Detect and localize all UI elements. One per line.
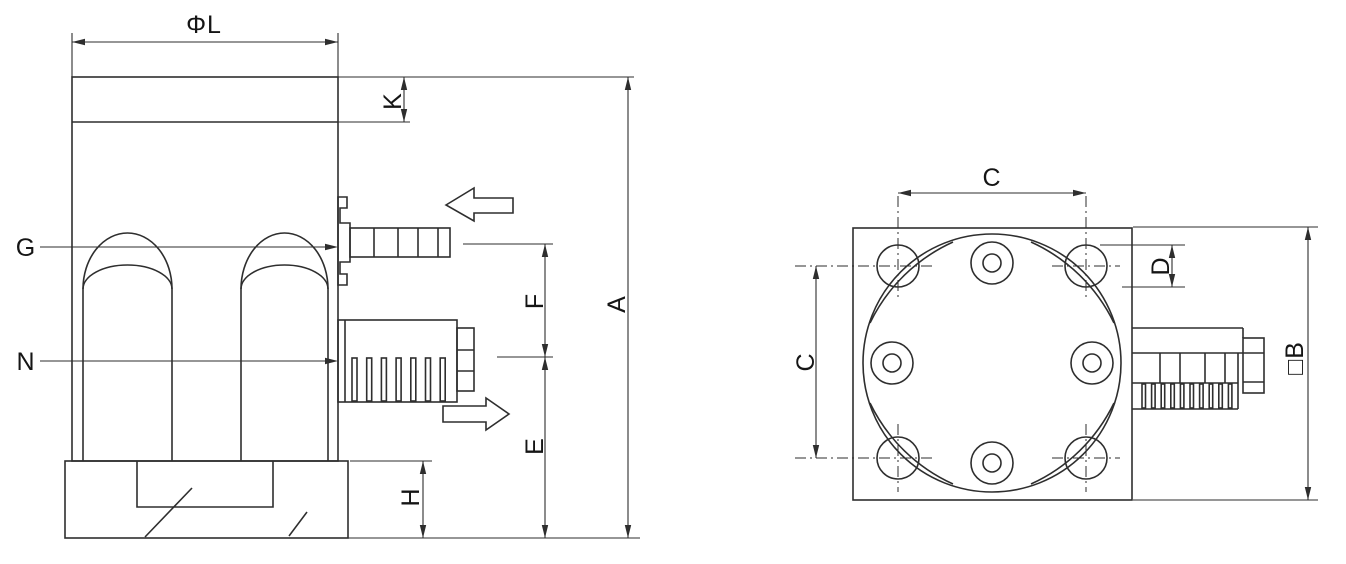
- dim-label-c-vertical: C: [792, 352, 820, 371]
- corner-arc-bottom-left: [869, 402, 954, 485]
- dim-d: D: [1100, 244, 1185, 288]
- g-port-flange: [337, 196, 351, 286]
- n-port: [337, 319, 475, 403]
- dim-label-a: A: [603, 295, 631, 313]
- label-g-port: G: [16, 234, 338, 262]
- label-n-port: N: [16, 348, 338, 376]
- n-port-thread: [351, 357, 447, 402]
- g-port: [337, 196, 451, 286]
- dim-b: □B: [1133, 226, 1318, 501]
- dim-label-phi-l: ΦL: [186, 11, 222, 39]
- dim-a: A: [338, 76, 640, 539]
- square-flange-plate: [852, 227, 1133, 501]
- outlet-flow-arrow-icon: [442, 396, 511, 432]
- dim-label-n: N: [16, 348, 35, 376]
- side-port-shaft: [1132, 327, 1265, 410]
- n-port-body: [337, 319, 458, 403]
- motor-body-circle: [862, 233, 1122, 493]
- dim-label-h: H: [397, 487, 425, 506]
- dim-f: F: [463, 243, 553, 358]
- side-view: ΦL K A F: [16, 11, 640, 539]
- break-mark: [288, 511, 308, 537]
- inlet-flow-arrow-icon: [444, 186, 514, 223]
- bolt-hole-left: [870, 341, 914, 385]
- front-view: C C D □B: [792, 164, 1318, 501]
- shaft-nut: [1242, 337, 1265, 394]
- mount-hole-bottom-left: [876, 436, 920, 480]
- corner-arc-top-left: [869, 241, 954, 324]
- dim-phi-l: ΦL: [71, 11, 339, 77]
- cylinder-dome-right: [240, 232, 329, 461]
- dim-k: K: [338, 77, 410, 123]
- dim-label-c-horizontal: C: [982, 164, 1001, 192]
- corner-arc-top-right: [1030, 241, 1115, 324]
- break-mark: [144, 487, 193, 538]
- dim-label-d: D: [1147, 256, 1175, 275]
- dim-e: E: [521, 357, 549, 538]
- bolt-hole-bottom: [970, 441, 1014, 485]
- n-port-nut: [456, 327, 475, 392]
- hole-centerlines: [795, 196, 1120, 492]
- corner-arc-bottom-right: [1030, 402, 1115, 485]
- mounting-base: [64, 460, 349, 539]
- dim-label-f: F: [521, 293, 549, 309]
- dim-c-horizontal: C: [898, 164, 1086, 197]
- shaft-thread: [1141, 383, 1233, 409]
- dim-c-vertical: C: [792, 266, 820, 458]
- dim-h: H: [350, 460, 432, 538]
- dim-label-b: □B: [1281, 341, 1309, 375]
- mount-hole-bottom-right: [1064, 436, 1108, 480]
- g-port-thread: [349, 227, 451, 258]
- cylinder-dome-left: [82, 232, 173, 461]
- motor-body-outline: [71, 76, 339, 462]
- bolt-hole-top: [970, 241, 1014, 285]
- dim-label-e: E: [521, 437, 549, 455]
- bolt-hole-right: [1070, 341, 1114, 385]
- dim-label-k: K: [379, 92, 407, 110]
- dim-label-g: G: [16, 234, 36, 262]
